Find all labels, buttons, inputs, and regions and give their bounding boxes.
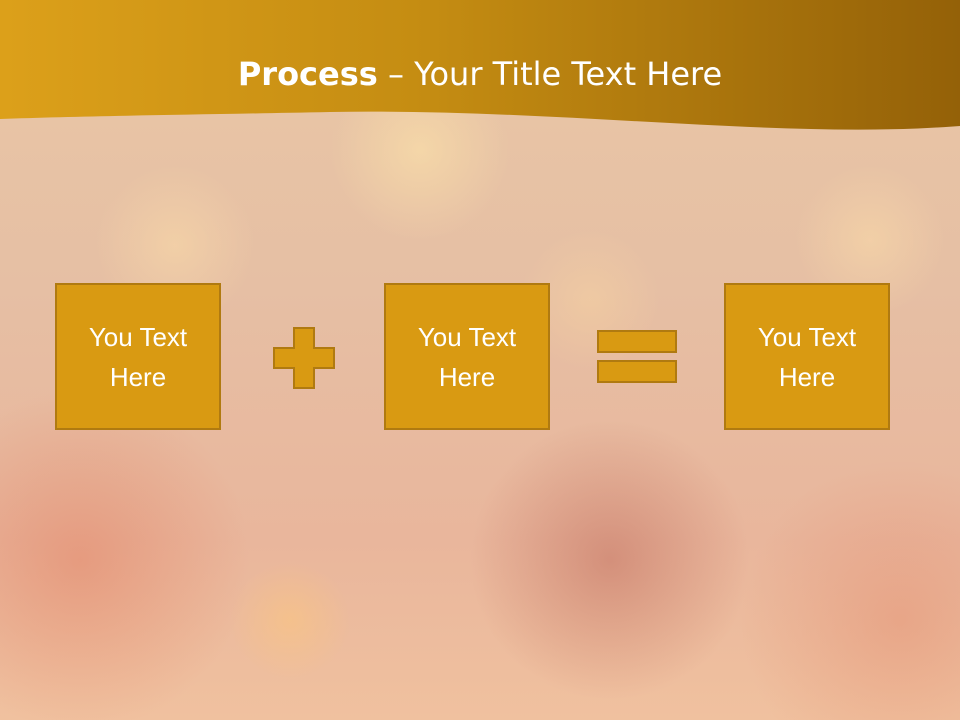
text-box-3[interactable]: You Text Here: [724, 283, 890, 430]
text-box-2-label: You Text Here: [417, 321, 517, 392]
plus-icon: [273, 327, 335, 389]
title-banner: Process – Your Title Text Here: [0, 0, 960, 140]
text-box-1-label: You Text Here: [88, 321, 188, 392]
text-box-3-label: You Text Here: [757, 321, 857, 392]
page-title: Process – Your Title Text Here: [237, 55, 723, 93]
equals-icon: [597, 330, 677, 383]
text-box-1[interactable]: You Text Here: [55, 283, 221, 430]
text-box-2[interactable]: You Text Here: [384, 283, 550, 430]
